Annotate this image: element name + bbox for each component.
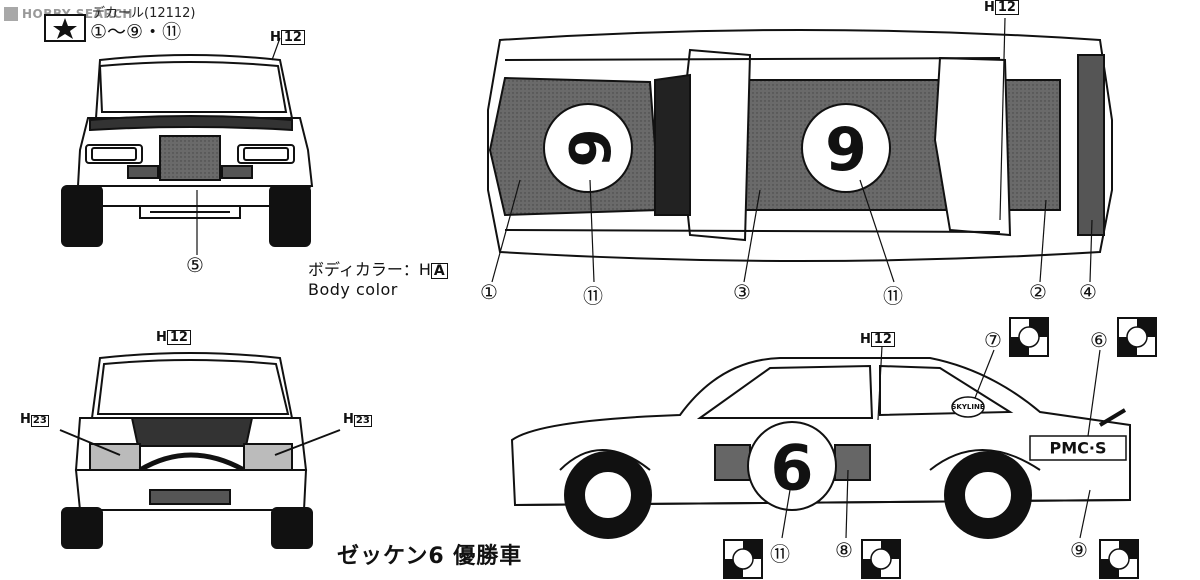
leader-lines <box>196 17 1101 539</box>
body-color-label-jp: ボディカラー： <box>308 260 419 279</box>
paint-code-box: 12 <box>994 0 1019 15</box>
callout-number: ④ <box>1079 280 1097 304</box>
callout-number: ⑪ <box>770 542 790 566</box>
paint-code-box: 12 <box>280 30 305 45</box>
side-door-number-disc: 6 <box>747 421 837 511</box>
side-sponsor-panel: PMC·S <box>1029 435 1127 461</box>
watermark-icon <box>4 6 18 21</box>
paint-prefix: H <box>343 412 354 427</box>
front-view <box>61 54 314 247</box>
callout-number: ③ <box>733 280 751 304</box>
decal-marker-icon <box>861 539 901 579</box>
decal-marker-icon <box>1117 317 1157 357</box>
callout-number: ⑨ <box>1070 538 1088 562</box>
side-door-number: 6 <box>770 432 813 505</box>
side-sponsor-text: PMC·S <box>1050 439 1107 458</box>
top-front-number: 6 <box>556 129 621 168</box>
paint-code-box: 23 <box>30 415 49 427</box>
top-front-number-disc: 6 <box>543 103 633 193</box>
callout-number: ⑤ <box>186 253 204 277</box>
rear-view <box>59 352 341 549</box>
callout-number: ⑪ <box>583 284 603 308</box>
decal-marker-icon <box>1099 539 1139 579</box>
paint-code-box: 12 <box>166 330 191 345</box>
paint-prefix: H <box>270 30 281 45</box>
callout-number: ⑦ <box>984 328 1002 352</box>
side-wheel-rear <box>944 451 1032 539</box>
callout-number: ⑧ <box>835 538 853 562</box>
side-wheel-front <box>564 451 652 539</box>
side-pillar-badge: SKYLINE <box>951 396 985 418</box>
callout-number: ⑪ <box>883 284 903 308</box>
paint-prefix: H <box>860 332 871 347</box>
paint-code-box: 12 <box>870 332 895 347</box>
callout-number: ② <box>1029 280 1047 304</box>
decal-marker-icon <box>1009 317 1049 357</box>
callout-number: ① <box>480 280 498 304</box>
header-part-ranges: ①～⑨・⑪ <box>90 21 182 43</box>
model-caption: ゼッケン6 優勝車 <box>337 544 523 569</box>
body-color-prefix: H <box>418 260 431 279</box>
paint-prefix: H <box>984 0 995 15</box>
star-badge-icon <box>44 14 86 42</box>
callout-number: ⑥ <box>1090 328 1108 352</box>
body-color-code: A <box>430 263 448 279</box>
paint-code-box: 23 <box>353 415 372 427</box>
side-pillar-text: SKYLINE <box>951 403 984 411</box>
top-roof-number-disc: 9 <box>801 103 891 193</box>
paint-prefix: H <box>20 412 31 427</box>
decal-marker-icon <box>723 539 763 579</box>
body-color-label-en: Body color <box>308 280 398 299</box>
top-view <box>487 29 1113 262</box>
top-roof-number: 9 <box>825 115 867 185</box>
header-part-label: デカール(12112) <box>92 6 196 21</box>
paint-prefix: H <box>156 330 167 345</box>
